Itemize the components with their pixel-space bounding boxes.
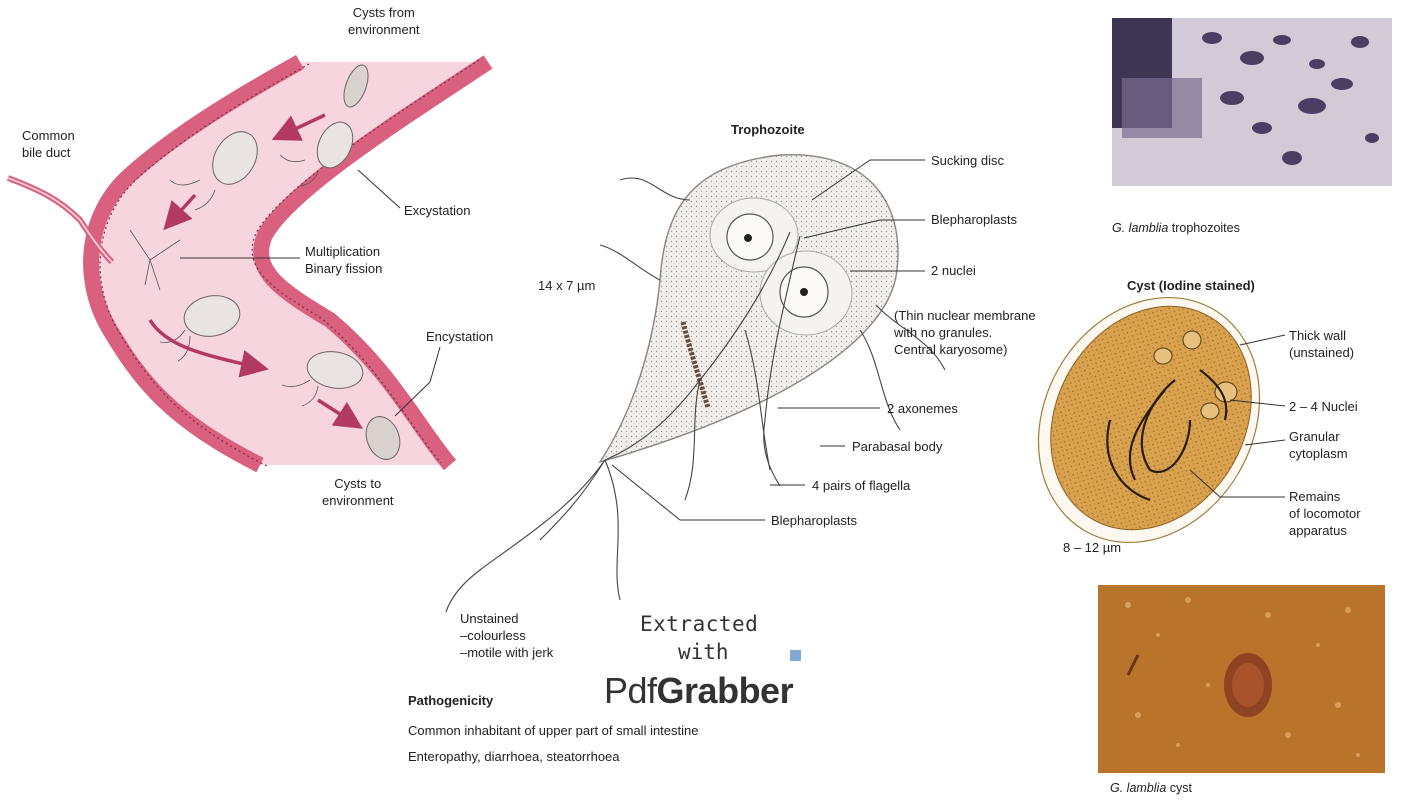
label-thick-wall: Thick wall(unstained)	[1289, 327, 1354, 361]
watermark-square-icon	[790, 650, 801, 661]
cyst-illustration	[995, 257, 1303, 583]
karyosome-2	[800, 288, 808, 296]
label-blepharoplasts-top: Blepharoplasts	[931, 211, 1017, 228]
label-sucking-disc: Sucking disc	[931, 152, 1004, 169]
cyst-title: Cyst (Iodine stained)	[1127, 277, 1255, 294]
trophozoites-caption: G. lamblia trophozoites	[1112, 221, 1240, 235]
pdfgrabber-watermark: Extracted with PdfGrabber	[600, 612, 830, 712]
watermark-brand: PdfGrabber	[604, 670, 793, 712]
label-excystation: Excystation	[404, 202, 470, 219]
intestine-illustration	[8, 60, 488, 467]
trophozoite-illustration	[446, 155, 945, 612]
label-2-nuclei: 2 nuclei	[931, 262, 976, 279]
cyst-nucleus-1	[1154, 348, 1172, 364]
label-locomotor-remains: Remains of locomotor apparatus	[1289, 488, 1361, 539]
watermark-line-1: Extracted	[640, 612, 758, 636]
karyosome-1	[744, 234, 752, 242]
pathogenicity-title: Pathogenicity	[408, 692, 493, 709]
label-2-axonemes: 2 axonemes	[887, 400, 958, 417]
label-nuclear-note: (Thin nuclear membrane with no granules.…	[894, 307, 1036, 358]
trophozoite-size: 14 x 7 µm	[538, 277, 595, 294]
pathogenicity-line-2: Enteropathy, diarrhoea, steatorrhoea	[408, 748, 620, 765]
label-4-pairs-flagella: 4 pairs of flagella	[812, 477, 910, 494]
cyst-nucleus-2	[1183, 331, 1201, 349]
cyst-nucleus-4	[1201, 403, 1219, 419]
label-blepharoplasts-bottom: Blepharoplasts	[771, 512, 857, 529]
watermark-line-2: with	[678, 640, 729, 664]
trophozoites-micrograph	[1112, 18, 1392, 186]
trophozoite-title: Trophozoite	[731, 121, 805, 138]
pathogenicity-line-1: Common inhabitant of upper part of small…	[408, 722, 699, 739]
label-cyst-nuclei: 2 – 4 Nuclei	[1289, 398, 1358, 415]
cyst-caption: G. lamblia cyst	[1110, 781, 1192, 795]
cyst-size: 8 – 12 µm	[1063, 539, 1121, 556]
cyst-micrograph	[1098, 585, 1385, 773]
cyst-nucleus-3	[1215, 382, 1237, 402]
label-parabasal-body: Parabasal body	[852, 438, 942, 455]
label-unstained: Unstained –colourless –motile with jerk	[460, 610, 553, 661]
label-encystation: Encystation	[426, 328, 493, 345]
